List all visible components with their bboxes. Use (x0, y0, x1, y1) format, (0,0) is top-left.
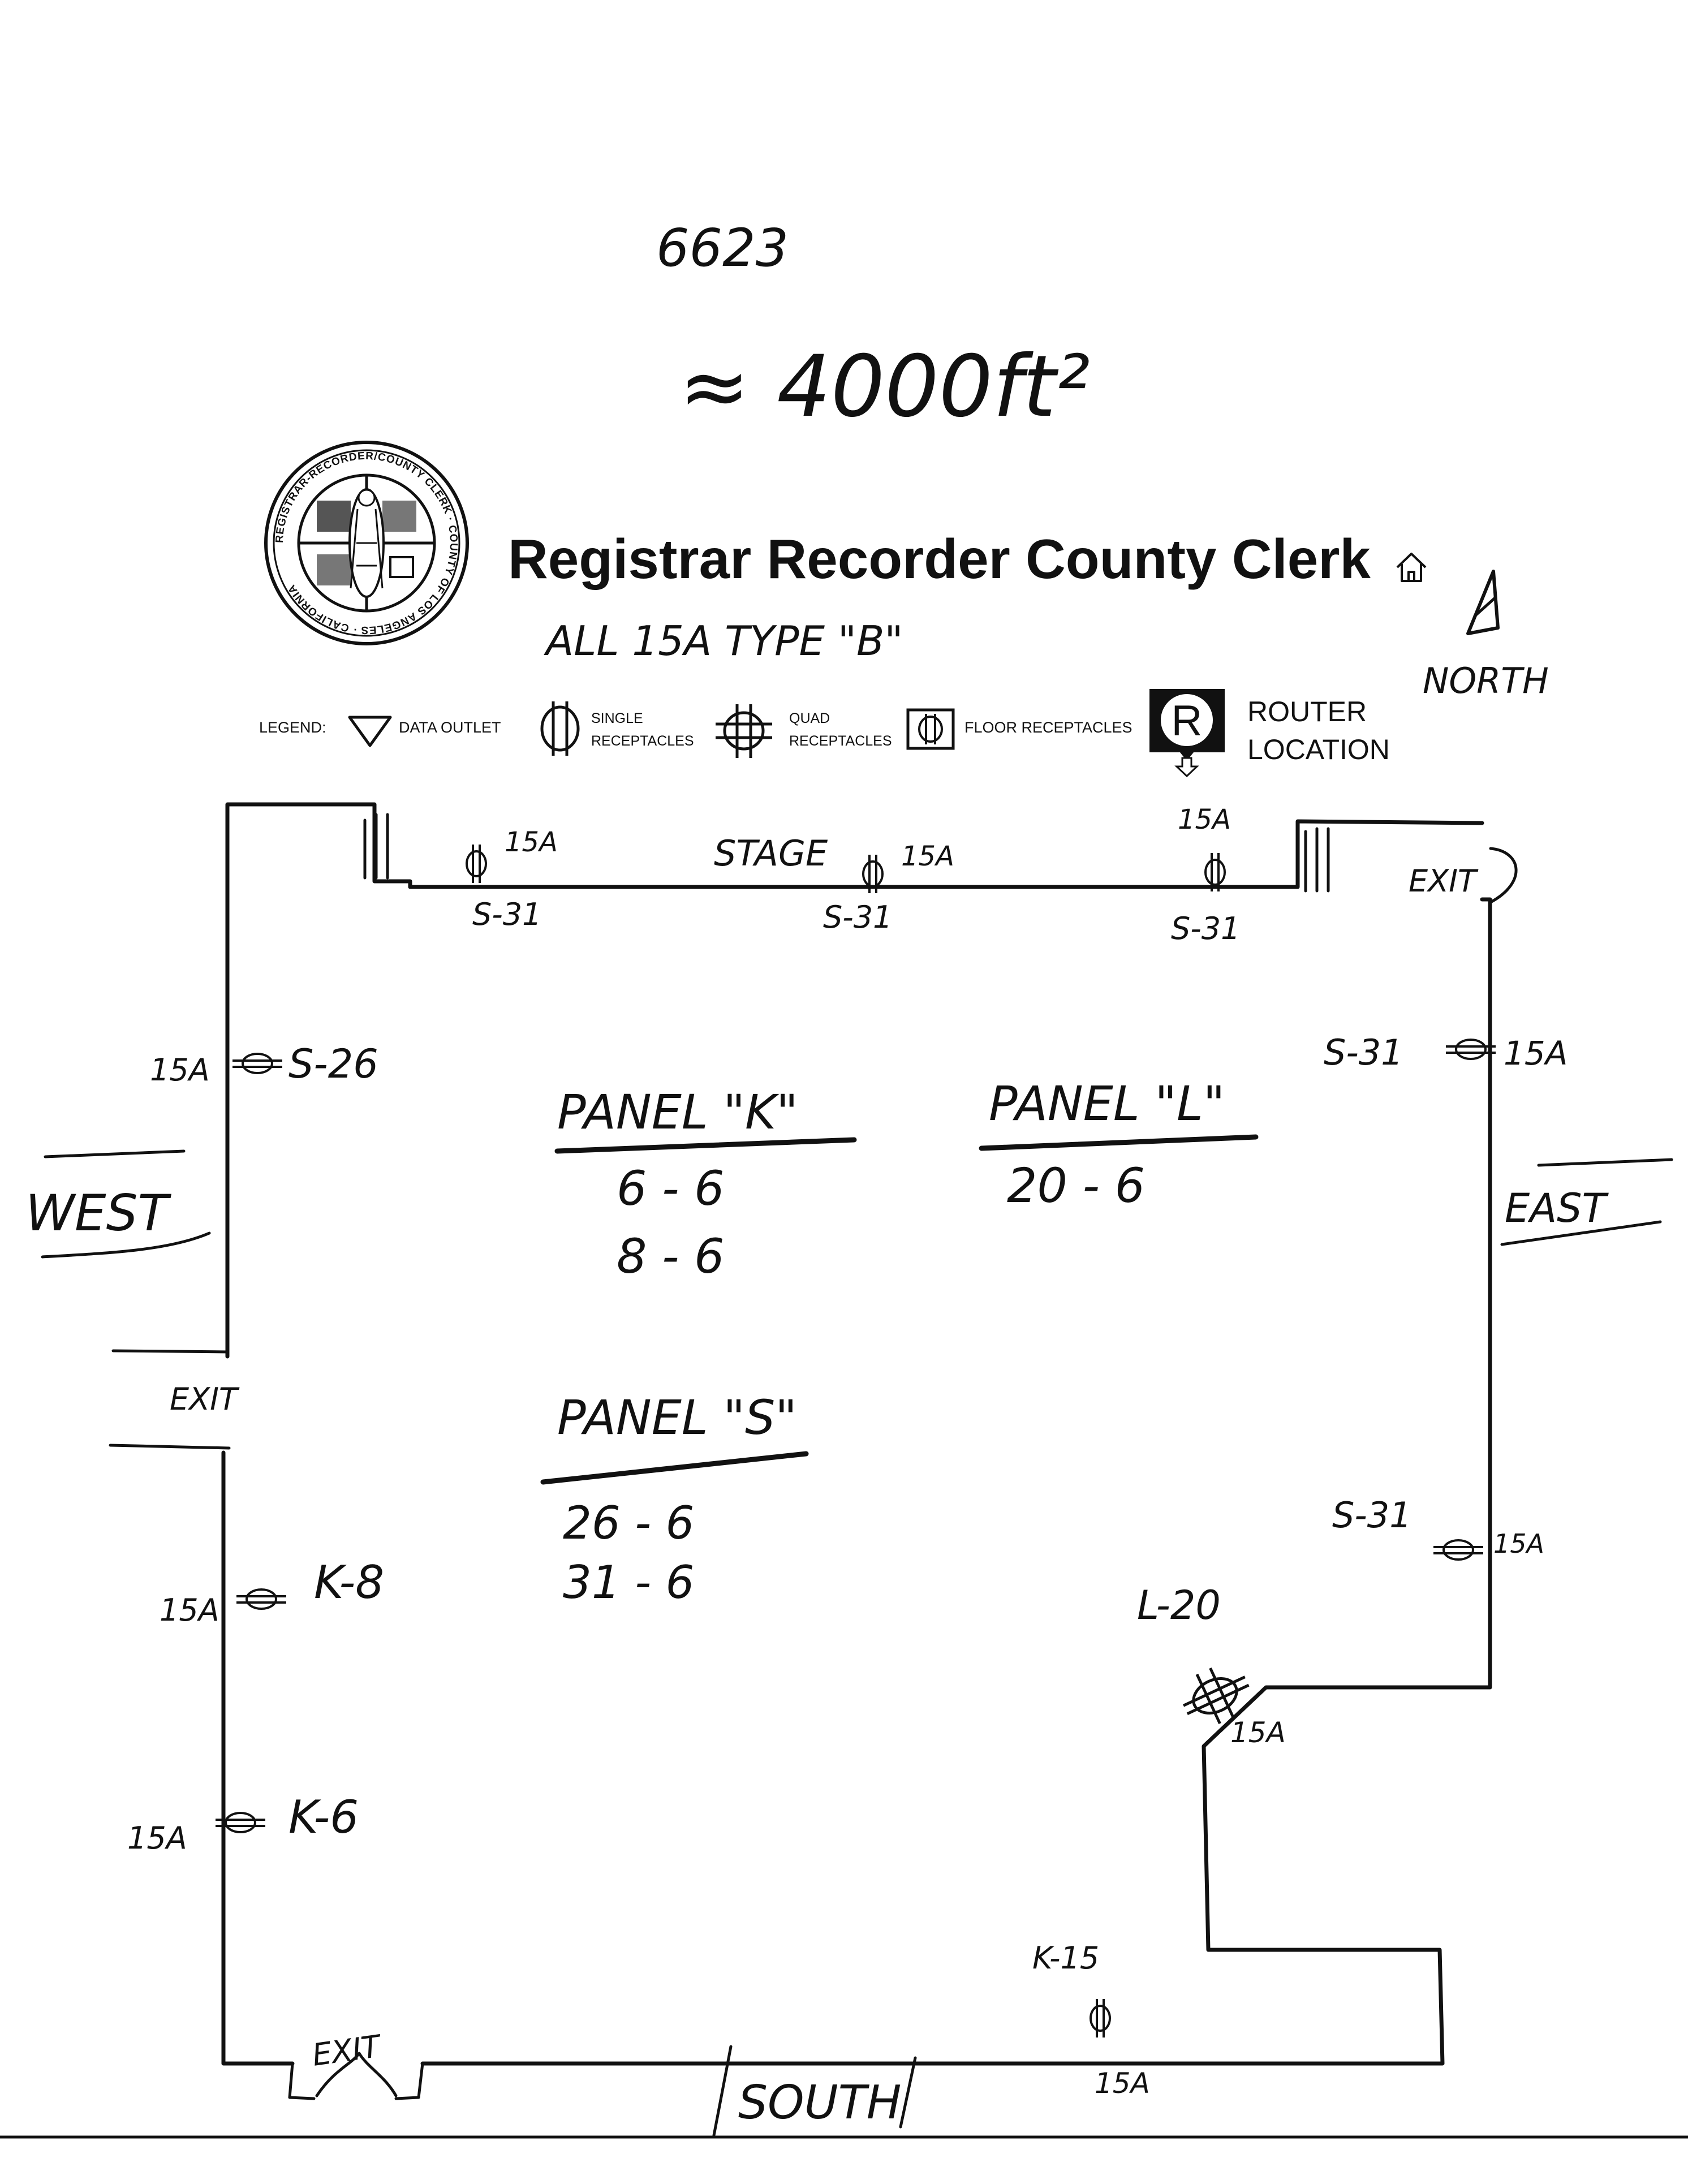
panel-name: PANEL "K" (557, 1084, 798, 1140)
north-arrow-icon (1466, 570, 1500, 635)
single-receptacle-icon (540, 701, 580, 756)
south-label: SOUTH (738, 2076, 901, 2130)
org-title: Registrar Recorder County Clerk (508, 528, 1371, 590)
outlet-amps: 15A (1493, 1528, 1544, 1559)
outlet-circuit: S-31 (472, 897, 541, 932)
stage-label: STAGE (714, 833, 828, 874)
legend-label-quad-1: QUAD (789, 710, 830, 726)
county-seal-logo: REGISTRAR-RECORDER/COUNTY CLERK · COUNTY… (264, 441, 469, 645)
job-number: 6623 (656, 218, 789, 278)
exit-label-west: EXIT (170, 1381, 240, 1417)
south-label-box: SOUTH (712, 2045, 917, 2137)
outlet-amps: 15A (1230, 1716, 1286, 1749)
panel-row: 26 - 6 (563, 1497, 694, 1549)
exit-label-east: EXIT (1409, 863, 1479, 899)
legend-title: LEGEND: (259, 719, 326, 736)
outlet-circuit: S-31 (1332, 1494, 1412, 1536)
panel-l-schedule: PANEL "L" 20 - 6 (979, 1076, 1259, 1213)
duplex-receptacle-icon (235, 1588, 287, 1610)
router-symbol: R (1172, 697, 1203, 745)
outlet-circuit: K-15 (1032, 1940, 1099, 1976)
legend-label-router-2: LOCATION (1247, 734, 1390, 765)
panel-s-schedule: PANEL "S" 26 - 6 31 - 6 (540, 1390, 809, 1609)
west-label: WEST (25, 1184, 171, 1242)
data-outlet-icon (348, 716, 392, 747)
west-label-box: WEST (25, 1149, 211, 1259)
legend-label-router-1: ROUTER (1247, 696, 1367, 727)
area-note: ≈ 4000ft² (679, 338, 1090, 436)
outlet-circuit: S-31 (1324, 1032, 1403, 1073)
east-label-box: EAST (1500, 1158, 1673, 1246)
north-label: NORTH (1423, 660, 1549, 701)
panel-k-schedule: PANEL "K" 6 - 6 8 - 6 (554, 1084, 857, 1284)
panel-row: 20 - 6 (1007, 1158, 1145, 1213)
legend: LEGEND: DATA OUTLET SINGLE RECEPTACLES Q… (259, 689, 1390, 778)
outlet-amps: 15A (150, 1052, 210, 1088)
home-icon (1396, 553, 1427, 582)
panel-row: 31 - 6 (563, 1556, 694, 1609)
panel-row: 6 - 6 (617, 1161, 725, 1216)
outlet-amps: 15A (1504, 1034, 1568, 1072)
panel-name: PANEL "S" (557, 1390, 797, 1445)
legend-label-floor: FLOOR RECEPTACLES (964, 719, 1132, 736)
outlet-circuit: K-6 (288, 1791, 359, 1843)
exit-label-south: EXIT (310, 2028, 385, 2073)
legend-label-single-2: RECEPTACLES (591, 733, 694, 749)
quad-receptacle-icon (716, 704, 772, 758)
legend-label-quad-2: RECEPTACLES (789, 733, 892, 749)
panel-name: PANEL "L" (989, 1076, 1225, 1131)
legend-label-single-1: SINGLE (591, 710, 643, 726)
outlet-amps: 15A (127, 1820, 187, 1856)
floor-plan-walls (0, 802, 1688, 2139)
outlet-amps: 15A (901, 841, 954, 872)
outlet-amps: 15A (1095, 2067, 1150, 2100)
panel-row: 8 - 6 (617, 1229, 725, 1284)
quad-receptacle-icon (1182, 1667, 1250, 1725)
outlet-circuit: S-31 (1171, 911, 1240, 946)
outlet-circuit: S-31 (823, 899, 892, 935)
floor-receptacle-icon (906, 708, 955, 750)
type-note: ALL 15A TYPE "B" (544, 617, 903, 665)
outlet-amps: 15A (505, 826, 558, 858)
outlet-amps: 15A (160, 1592, 219, 1628)
single-receptacle-icon (1090, 1998, 1111, 2039)
duplex-receptacle-icon (231, 1053, 283, 1074)
outlet-amps: 15A (1178, 804, 1231, 835)
east-label: EAST (1505, 1185, 1609, 1231)
outlet-circuit: K-8 (314, 1556, 384, 1609)
single-receptacle-icon (466, 843, 487, 884)
outlet-circuit: S-26 (288, 1041, 378, 1087)
duplex-receptacle-icon (1432, 1539, 1484, 1561)
outlet-circuit: L-20 (1137, 1582, 1221, 1629)
legend-label-data-outlet: DATA OUTLET (399, 719, 501, 736)
router-icon: R (1149, 689, 1225, 778)
